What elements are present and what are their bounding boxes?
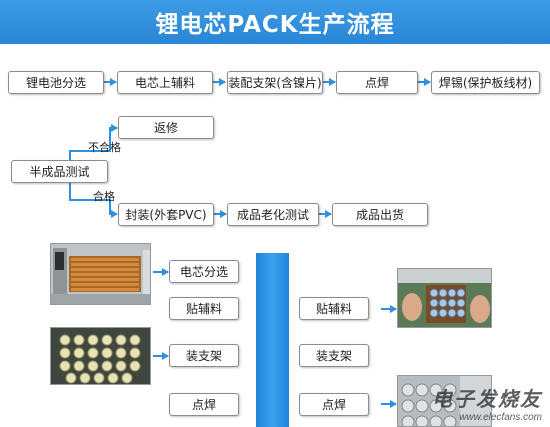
step-soldering: 焊锡(保护板线材) [431, 71, 540, 94]
step-aging-test: 成品老化测试 [227, 203, 319, 226]
step-spot-welding: 点焊 [336, 71, 418, 94]
left-step-install-bracket: 装支架 [169, 344, 239, 367]
right-step-install-bracket: 装支架 [299, 344, 369, 367]
fail-label: 不合格 [88, 141, 121, 154]
step-bracket-assembly: 装配支架(含镍片) [227, 71, 323, 94]
step-cell-sorting: 锂电池分选 [8, 71, 104, 94]
step-shipping: 成品出货 [332, 203, 428, 226]
title-banner: 锂电芯PACK生产流程 [0, 0, 550, 44]
watermark: 电子发烧友 www.elecfans.com [432, 383, 542, 423]
right-step-apply-accessories: 贴辅料 [299, 297, 369, 320]
arrow-fail [69, 124, 118, 160]
watermark-en: www.elecfans.com [459, 412, 542, 423]
sorting-machine-image [51, 244, 150, 304]
cell-pack-image [398, 269, 491, 327]
watermark-cn: 电子发烧友 [432, 387, 542, 411]
welded-cells-image [398, 376, 491, 426]
left-step-cell-sorting: 电芯分选 [169, 260, 239, 283]
photo-welded-cells [397, 375, 492, 427]
photo-sorting-machine [50, 243, 151, 305]
photo-cells-with-paper [50, 327, 151, 385]
right-step-spot-weld: 点焊 [299, 393, 369, 416]
step-semi-product-test: 半成品测试 [11, 160, 108, 183]
page-title: 锂电芯PACK生产流程 [155, 12, 395, 38]
arrow-pass [69, 182, 118, 218]
cells-paper-image [51, 328, 150, 384]
photo-cell-pack-in-hand [397, 268, 492, 328]
step-packaging: 封装(外套PVC) [118, 203, 214, 226]
step-rework: 返修 [118, 116, 214, 139]
pass-label: 合格 [93, 190, 115, 203]
step-cell-accessories: 电芯上辅料 [117, 71, 213, 94]
center-divider-bar [256, 253, 289, 427]
left-step-apply-accessories: 贴辅料 [169, 297, 239, 320]
left-step-spot-weld: 点焊 [169, 393, 239, 416]
